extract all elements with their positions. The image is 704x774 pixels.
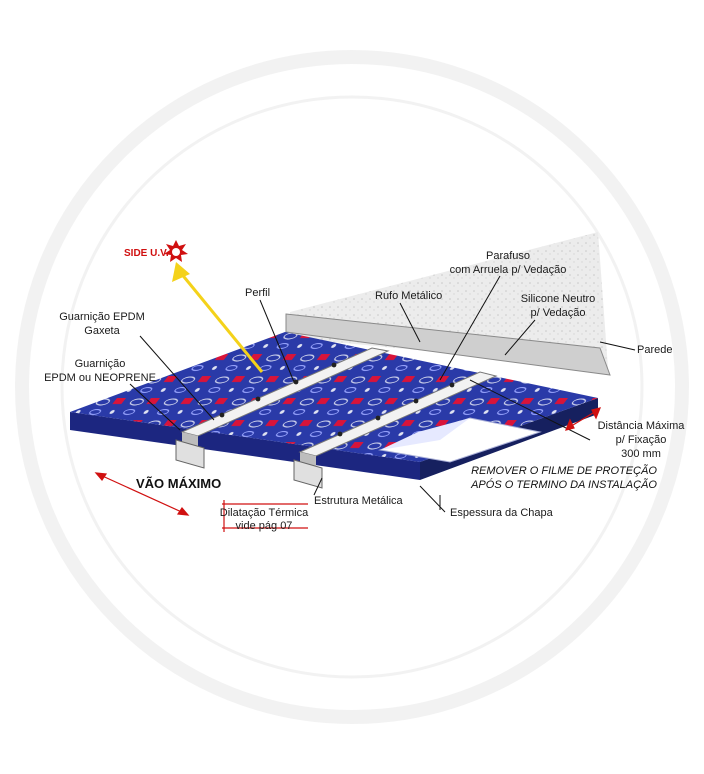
leader-lines <box>129 275 636 513</box>
sun-icon <box>164 240 188 262</box>
epdm-neoprene-label-2: EPDM ou NEOPRENE <box>44 372 156 384</box>
screw-label-2: com Arruela p/ Vedação <box>450 264 567 276</box>
silicone-label-1: Silicone Neutro <box>521 293 596 305</box>
profile-right <box>298 371 498 468</box>
screw-label-1: Parafuso <box>486 250 530 262</box>
uv-arrow <box>172 262 264 373</box>
max-distance-label-1: Distância Máxima <box>598 420 686 432</box>
watermark-seal <box>15 50 689 724</box>
flashing-label: Rufo Metálico <box>375 290 442 302</box>
metal-structure-label: Estrutura Metálica <box>314 495 404 507</box>
remove-film-note-1: REMOVER O FILME DE PROTEÇÃO <box>471 464 657 477</box>
perfil-label: Perfil <box>245 287 270 299</box>
max-distance-label-2: p/ Fixação <box>616 434 667 446</box>
remove-film-note-2: APÓS O TERMINO DA INSTALAÇÃO <box>470 478 657 491</box>
epdm-gasket-label-1: Guarnição EPDM <box>59 311 145 323</box>
epdm-neoprene-label-1: Guarnição <box>75 358 126 370</box>
sheet-thickness-label: Espessura da Chapa <box>450 507 554 519</box>
max-span-label: VÃO MÁXIMO <box>136 476 221 491</box>
silicone-label-2: p/ Vedação <box>530 307 585 319</box>
peeled-film-curl <box>380 418 470 450</box>
thermal-expansion-label-1: Dilatação Térmica <box>220 507 309 519</box>
thermal-expansion-label-2: vide pág 07 <box>236 520 293 532</box>
side-uv-label: SIDE U.V. <box>124 248 169 259</box>
screws <box>219 362 455 437</box>
panel-edge <box>70 412 420 480</box>
span-dimension <box>94 472 190 516</box>
metal-flashing <box>285 313 611 376</box>
metal-structure <box>175 439 323 489</box>
wall-label: Parede <box>637 344 672 356</box>
thermal-expansion-dimension <box>222 500 308 532</box>
max-distance-label-3: 300 mm <box>621 448 661 460</box>
epdm-gasket-label-2: Gaxeta <box>84 325 120 337</box>
fixing-distance-dimension <box>565 407 601 431</box>
